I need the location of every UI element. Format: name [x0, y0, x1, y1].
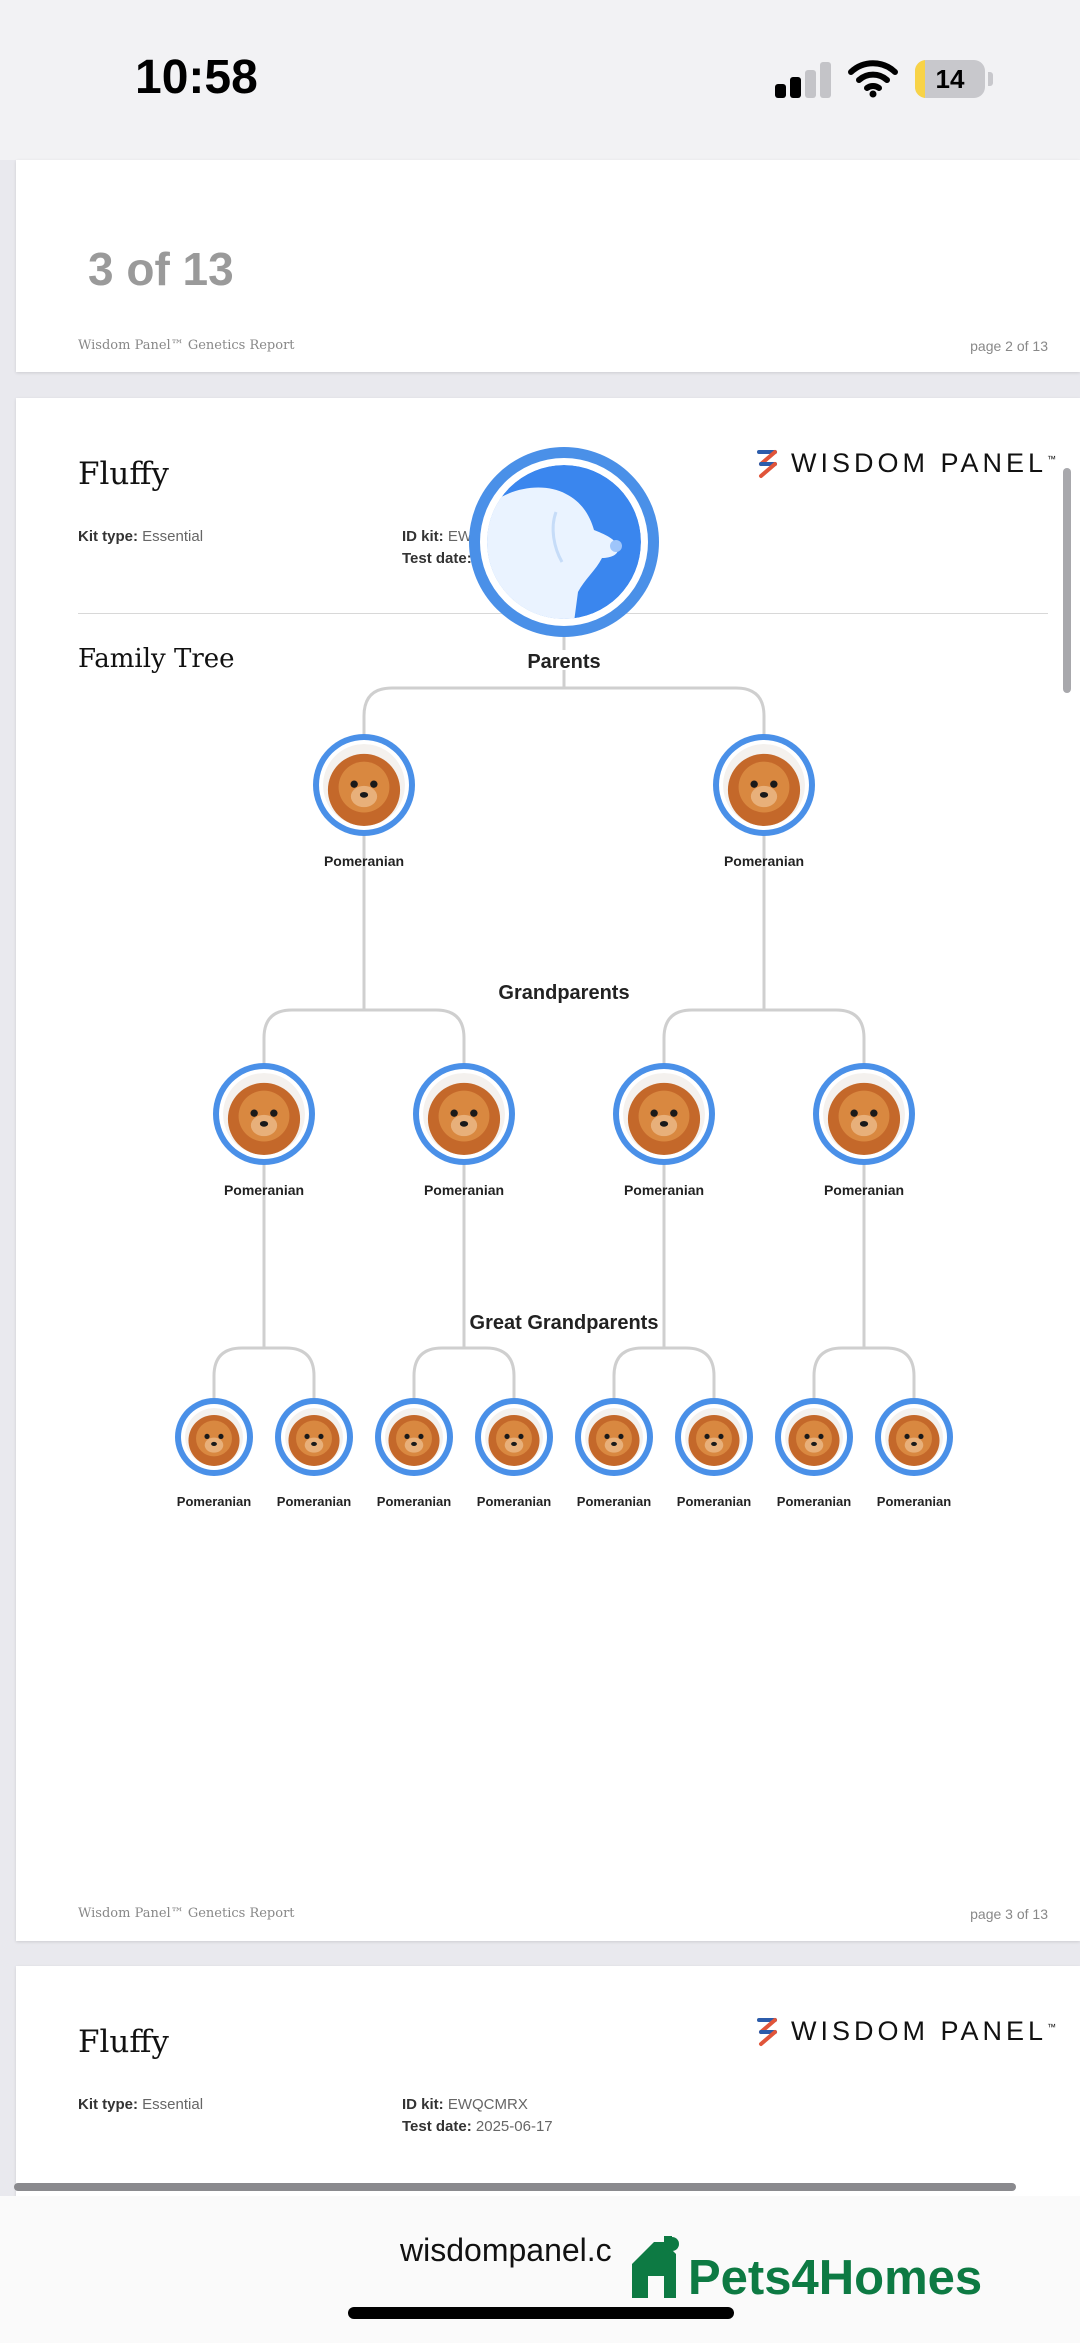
footer-page-number: page 3 of 13	[970, 1906, 1048, 1922]
tree-connector	[662, 1008, 866, 1068]
home-indicator[interactable]	[348, 2307, 734, 2319]
great-grandparent-node[interactable]: Pomeranian	[675, 1398, 753, 1509]
status-time: 10:58	[135, 51, 258, 104]
brand-tm: ™	[1047, 2022, 1057, 2032]
test-date-label: Test date:	[402, 550, 472, 567]
footer-report-title: Wisdom Panel™ Genetics Report	[78, 338, 295, 353]
parent-node-label: Pomeranian	[724, 853, 804, 869]
kit-type: Kit type: Essential	[78, 528, 203, 545]
great-grandparent-node-label: Pomeranian	[777, 1494, 851, 1509]
great-grandparent-node[interactable]: Pomeranian	[175, 1398, 253, 1509]
test-date-value: 2025-06-17	[475, 2118, 553, 2135]
great-grandparent-node-label: Pomeranian	[277, 1494, 351, 1509]
tree-connector	[612, 1346, 716, 1398]
brand-name: WISDOM PANEL™	[791, 2016, 1056, 2047]
pets4homes-watermark: Pets4Homes	[688, 2251, 983, 2305]
kit-id-label: ID kit:	[402, 2096, 444, 2113]
kit-type-value: Essential	[142, 2096, 204, 2113]
grandparent-node[interactable]: Pomeranian	[213, 1063, 315, 1198]
wisdom-panel-logo: WISDOM PANEL™	[755, 2012, 1056, 2052]
tree-connector	[212, 1346, 316, 1398]
great-grandparent-node[interactable]: Pomeranian	[775, 1398, 853, 1509]
tree-connector	[412, 1346, 516, 1398]
tree-connector	[812, 1346, 916, 1398]
root-avatar[interactable]	[469, 447, 659, 637]
grandparent-node-label: Pomeranian	[424, 1182, 504, 1198]
tree-connectors	[212, 637, 916, 1398]
grandparent-node[interactable]: Pomeranian	[413, 1063, 515, 1198]
horizontal-scrollbar[interactable]	[14, 2183, 1016, 2191]
brand-name-text: WISDOM PANEL	[791, 2016, 1048, 2046]
kit-type-label: Kit type:	[78, 528, 138, 545]
great-grandparent-node-label: Pomeranian	[577, 1494, 651, 1509]
footer-page-number: page 2 of 13	[970, 338, 1048, 354]
section-title: Family Tree	[78, 644, 235, 674]
great-grandparent-node[interactable]: Pomeranian	[375, 1398, 453, 1509]
tree-connector	[362, 686, 766, 746]
battery-level: 14	[935, 64, 965, 94]
kit-id: ID kit: EWQCMRX	[402, 2096, 528, 2113]
great-grandparent-node[interactable]: Pomeranian	[575, 1398, 653, 1509]
kit-type-value: Essential	[142, 528, 204, 545]
brand-name-text: WISDOM PANEL	[791, 448, 1048, 478]
wisdom-panel-logo: WISDOM PANEL™	[755, 444, 1056, 484]
parent-node[interactable]: Pomeranian	[713, 734, 815, 869]
status-bar: 10:58 14	[0, 0, 1080, 160]
great-grandparent-node-label: Pomeranian	[177, 1494, 251, 1509]
parent-node-label: Pomeranian	[324, 853, 404, 869]
great-grandparent-node-label: Pomeranian	[477, 1494, 551, 1509]
wisdom-panel-mark-icon	[757, 2018, 777, 2046]
great-grandparent-node-label: Pomeranian	[677, 1494, 751, 1509]
great-grandparent-node-label: Pomeranian	[377, 1494, 451, 1509]
grandparents-label: Grandparents	[498, 982, 629, 1004]
test-date-label: Test date:	[402, 2118, 472, 2135]
kit-type: Kit type: Essential	[78, 2096, 203, 2113]
page-indicator: 3 of 13	[88, 243, 234, 295]
kit-id-value: EWQCMRX	[447, 2096, 528, 2113]
footer-report-title: Wisdom Panel™ Genetics Report	[78, 1906, 295, 1921]
grandparent-node-label: Pomeranian	[224, 1182, 304, 1198]
dog-silhouette-icon	[487, 487, 619, 619]
great-grandparent-node[interactable]: Pomeranian	[475, 1398, 553, 1509]
cellular-signal-icon	[775, 62, 835, 98]
kit-type-label: Kit type:	[78, 2096, 138, 2113]
address-bar-url[interactable]: wisdompanel.c	[400, 2232, 612, 2268]
brand-name: WISDOM PANEL™	[791, 448, 1056, 479]
wifi-icon	[848, 60, 898, 98]
great-grandparent-node[interactable]: Pomeranian	[275, 1398, 353, 1509]
report-page-4: Fluffy Kit type: Essential ID kit: EWQCM…	[16, 1966, 1080, 2206]
grandparent-node[interactable]: Pomeranian	[613, 1063, 715, 1198]
great-grandparent-node[interactable]: Pomeranian	[875, 1398, 953, 1509]
wisdom-panel-mark-icon	[757, 450, 777, 478]
grandparent-node-label: Pomeranian	[624, 1182, 704, 1198]
pets4homes-house-icon	[632, 2236, 679, 2298]
great-grandparents-label: Great Grandparents	[470, 1312, 659, 1334]
brand-tm: ™	[1047, 454, 1057, 464]
battery-tip	[988, 72, 993, 86]
parents-label: Parents	[527, 651, 600, 673]
grandparent-node-label: Pomeranian	[824, 1182, 904, 1198]
pet-name: Fluffy	[78, 2024, 169, 2060]
battery-icon: 14	[915, 60, 985, 98]
test-date: Test date: 2025-06-17	[402, 2118, 553, 2135]
report-page-3: Fluffy Kit type: Essential ID kit: EWQCM…	[16, 398, 1080, 1941]
kit-id-label: ID kit:	[402, 528, 444, 545]
tree-connector	[262, 1008, 466, 1068]
report-page-2: 3 of 13 Wisdom Panel™ Genetics Report pa…	[16, 160, 1080, 372]
grandparent-node[interactable]: Pomeranian	[813, 1063, 915, 1198]
pet-name: Fluffy	[78, 456, 169, 492]
vertical-scrollbar[interactable]	[1063, 468, 1071, 693]
great-grandparent-node-label: Pomeranian	[877, 1494, 951, 1509]
parent-node[interactable]: Pomeranian	[313, 734, 415, 869]
